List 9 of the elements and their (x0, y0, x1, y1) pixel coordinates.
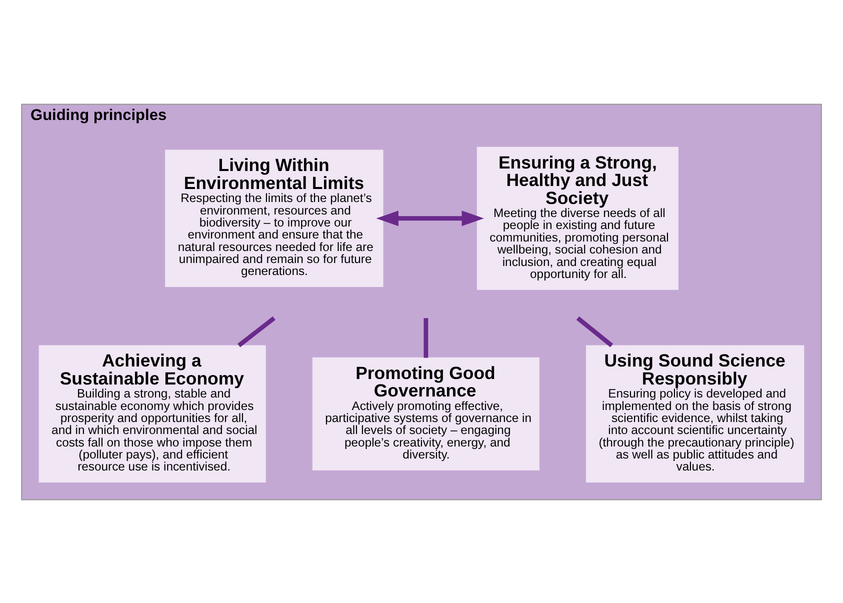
node-box: Promoting Good Governance Actively promoting effective, participative systems of governance in all levels of society – engaging people’s creativity, energy, and diversity. (312, 356, 540, 470)
node-box: Ensuring a Strong, Healthy and Just Society Meeting the diverse needs of all people in existing and future communities, promoting personal wellbeing, social cohesion and inclusion, and creating equal opportunity for all. (476, 146, 678, 290)
connector (424, 318, 428, 358)
arrow (376, 210, 484, 226)
connector (238, 316, 276, 347)
node-box: Achieving a Sustainable Economy Building a strong, stable and sustainable economy which provides prosperity and opportunities for all, and in which environmental and social costs fall on those who impose them (polluter pays), and efficient resource use is incentivised. (38, 344, 266, 482)
connector (576, 316, 614, 347)
node-box: Living Within Environmental Limits Respecting the limits of the planet’s environment, resources and biodiversity – to improve our environment and ensure that the natural resources needed for life are unimpaired and remain so for future generations. (165, 149, 384, 287)
node-box: Using Sound Science Responsibly Ensuring policy is developed and implemented on the basis of strong scientific evidence, whilst taking into account scientific uncertainty (through the precautionary principle) as well as public attitudes and values. (586, 344, 804, 482)
